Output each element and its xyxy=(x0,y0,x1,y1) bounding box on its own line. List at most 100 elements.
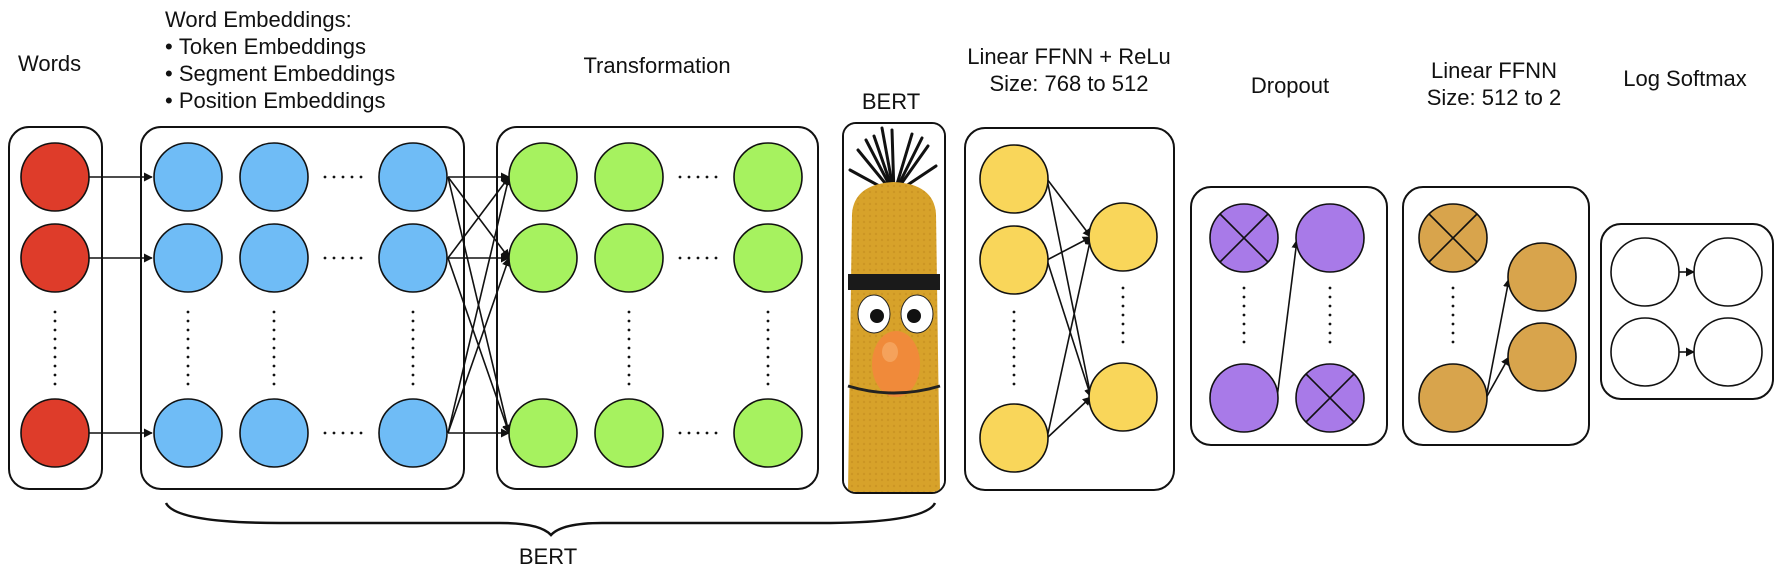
ellipsis-dot xyxy=(766,337,770,341)
embedding-node xyxy=(239,223,309,293)
ellipsis-dot xyxy=(714,256,718,260)
softmax-node xyxy=(1610,237,1680,307)
ellipsis-dot xyxy=(627,373,631,377)
ellipsis-dot xyxy=(53,310,57,314)
ellipsis-dot xyxy=(627,382,631,386)
ellipsis-dot xyxy=(678,256,682,260)
ellipsis-dot xyxy=(186,328,190,332)
ellipsis-dot xyxy=(186,346,190,350)
ellipsis-dot xyxy=(411,382,415,386)
ellipsis-dot xyxy=(1121,286,1125,290)
ellipsis-dot xyxy=(332,431,336,435)
embedding-node xyxy=(239,398,309,468)
ellipsis-dot xyxy=(53,382,57,386)
embedding-node xyxy=(153,142,223,212)
ellipsis-dot xyxy=(350,175,354,179)
softmax-node xyxy=(1610,317,1680,387)
ellipsis-dot xyxy=(705,256,709,260)
embedding-node xyxy=(153,398,223,468)
dropout-label: Dropout xyxy=(1250,73,1330,98)
ellipsis-dot xyxy=(341,256,345,260)
embeddings-label-block: Word Embeddings: Token Embeddings Segmen… xyxy=(165,6,395,114)
ellipsis-dot xyxy=(1012,382,1016,386)
embeddings-title: Word Embeddings: xyxy=(165,7,352,32)
ellipsis-dot xyxy=(1242,340,1246,344)
ffnn-node xyxy=(1507,322,1577,392)
ellipsis-dot xyxy=(272,328,276,332)
ellipsis-dot xyxy=(186,319,190,323)
ellipsis-dot xyxy=(766,382,770,386)
log-softmax-panel xyxy=(1600,223,1774,400)
ellipsis-dot xyxy=(350,256,354,260)
softmax-node xyxy=(1693,317,1763,387)
transformation-node xyxy=(733,398,803,468)
transformation-node xyxy=(508,398,578,468)
bert-label: BERT xyxy=(861,89,921,114)
ellipsis-dot xyxy=(53,364,57,368)
vertical-ellipsis-dots xyxy=(53,286,1455,386)
ellipsis-dot xyxy=(1121,295,1125,299)
transformation-node xyxy=(594,142,664,212)
embedding-node xyxy=(378,142,448,212)
ellipsis-dot xyxy=(411,355,415,359)
dropped-node-crosses xyxy=(1219,213,1478,423)
embedding-node xyxy=(239,142,309,212)
ellipsis-dot xyxy=(323,431,327,435)
ellipsis-dot xyxy=(1121,340,1125,344)
ellipsis-dot xyxy=(411,346,415,350)
embeddings-item: Segment Embeddings xyxy=(165,60,395,87)
ellipsis-dot xyxy=(272,382,276,386)
ellipsis-dot xyxy=(411,310,415,314)
ffnn-arrow xyxy=(1485,356,1510,399)
embedding-to-transformation-arrows xyxy=(447,172,512,438)
ellipsis-dot xyxy=(1012,355,1016,359)
ellipsis-dot xyxy=(678,431,682,435)
ellipsis-dot xyxy=(272,373,276,377)
ellipsis-dot xyxy=(53,346,57,350)
ellipsis-dot xyxy=(687,256,691,260)
embeddings-item: Token Embeddings xyxy=(165,33,395,60)
transformation-label: Transformation xyxy=(583,53,731,78)
ellipsis-dot xyxy=(1451,286,1455,290)
ellipsis-dot xyxy=(1328,295,1332,299)
ellipsis-dot xyxy=(411,364,415,368)
ellipsis-dot xyxy=(1242,304,1246,308)
ellipsis-dot xyxy=(1451,340,1455,344)
ellipsis-dot xyxy=(186,364,190,368)
word-node xyxy=(20,398,90,468)
ffnn-label: Linear FFNN Size: 512 to 2 xyxy=(1427,57,1562,111)
ellipsis-dot xyxy=(53,328,57,332)
ffnn-node xyxy=(1418,363,1488,433)
ellipsis-dot xyxy=(1242,313,1246,317)
ellipsis-dot xyxy=(53,373,57,377)
bert-brace xyxy=(164,502,937,537)
ellipsis-dot xyxy=(627,319,631,323)
ellipsis-dot xyxy=(696,431,700,435)
ellipsis-dot xyxy=(1328,304,1332,308)
ellipsis-dot xyxy=(359,175,363,179)
transformation-panel xyxy=(496,126,819,490)
ffnn-panel xyxy=(1402,186,1590,446)
words-label: Words xyxy=(18,51,82,76)
dropout-node xyxy=(1295,203,1365,273)
word-node xyxy=(20,142,90,212)
ellipsis-dot xyxy=(1012,346,1016,350)
ellipsis-dot xyxy=(411,328,415,332)
ellipsis-dot xyxy=(1121,322,1125,326)
dropout-panel xyxy=(1190,186,1388,446)
ellipsis-dot xyxy=(186,373,190,377)
ellipsis-dot xyxy=(1012,337,1016,341)
ellipsis-dot xyxy=(696,256,700,260)
ellipsis-dot xyxy=(1012,310,1016,314)
ellipsis-dot xyxy=(1328,322,1332,326)
ellipsis-dot xyxy=(705,175,709,179)
transformation-node xyxy=(594,223,664,293)
ellipsis-dot xyxy=(341,175,345,179)
ellipsis-dot xyxy=(1451,313,1455,317)
transformation-node xyxy=(508,142,578,212)
transformation-node xyxy=(733,223,803,293)
ffnn-relu-arrows xyxy=(1046,178,1094,439)
ellipsis-dot xyxy=(350,431,354,435)
ellipsis-dot xyxy=(53,319,57,323)
ellipsis-dot xyxy=(1451,304,1455,308)
